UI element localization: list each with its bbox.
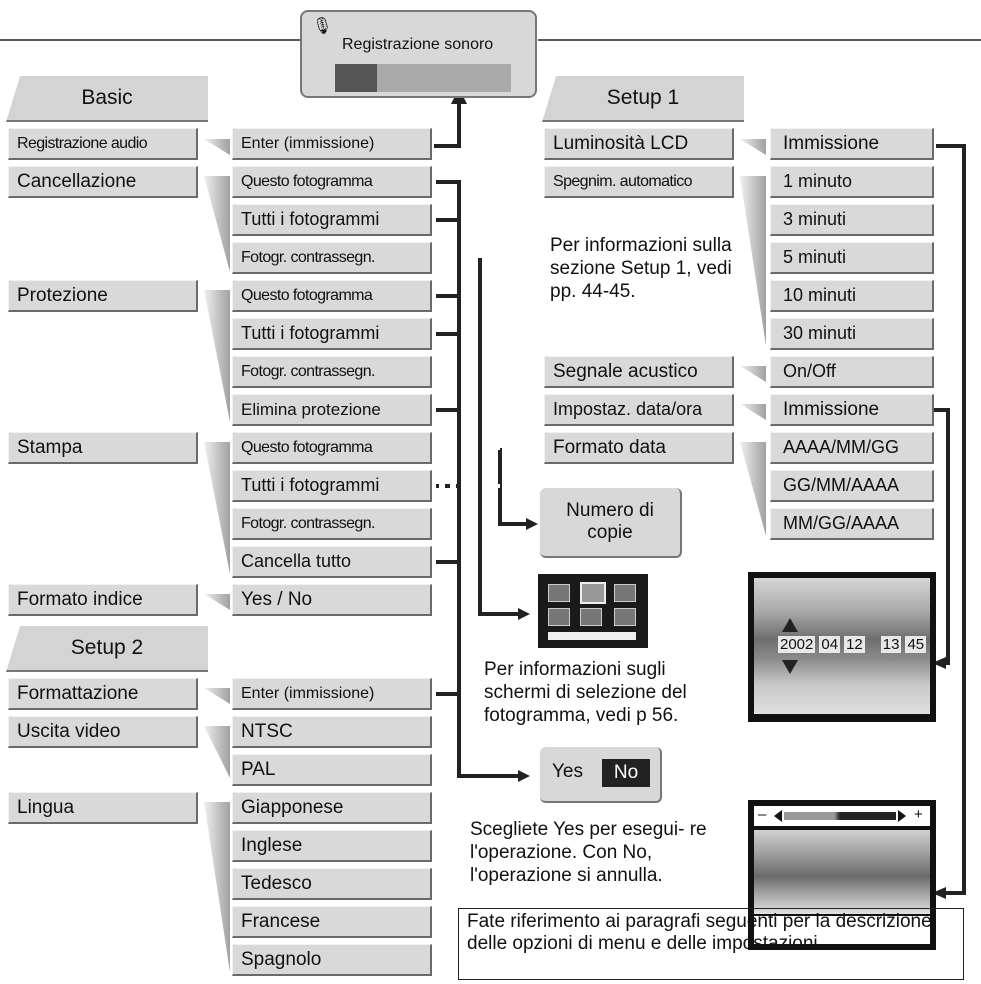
option-beep-on-off[interactable]: On/Off	[770, 356, 934, 388]
option-pal[interactable]: PAL	[232, 754, 432, 786]
menu-item-date-format[interactable]: Formato data	[544, 432, 734, 464]
option-print-this-frame[interactable]: Questo fotogramma	[232, 432, 432, 464]
tab-setup2[interactable]: Setup 2	[6, 626, 208, 672]
option-format-enter[interactable]: Enter (immissione)	[232, 678, 432, 710]
option-english[interactable]: Inglese	[232, 830, 432, 862]
minus-icon: –	[758, 806, 767, 823]
sound-record-popup: 🎙 Registrazione sonoro	[300, 10, 537, 98]
time-hour: 13	[880, 636, 902, 653]
thumbnail-frame	[614, 584, 636, 602]
no-option-selected[interactable]: No	[602, 759, 650, 787]
down-arrow-icon	[782, 660, 798, 674]
option-print-clear-all[interactable]: Cancella tutto	[232, 546, 432, 578]
menu-item-formatting[interactable]: Formattazione	[8, 678, 198, 710]
menu-item-lcd-brightness[interactable]: Luminosità LCD	[544, 128, 734, 160]
option-lcd-enter[interactable]: Immissione	[770, 128, 934, 160]
option-protect-marked[interactable]: Fotogr. contrassegn.	[232, 356, 432, 388]
microphone-icon: 🎙	[312, 18, 333, 35]
option-print-all-frames[interactable]: Tutti i fotogrammi	[232, 470, 432, 502]
brightness-screen: – +	[748, 800, 936, 950]
option-ntsc[interactable]: NTSC	[232, 716, 432, 748]
option-spanish[interactable]: Spagnolo	[232, 944, 432, 976]
landscape-photo	[754, 830, 930, 914]
option-10-minutes[interactable]: 10 minuti	[770, 280, 934, 312]
thumbnail-frame	[614, 608, 636, 626]
confirm-dialog: Yes No	[540, 747, 662, 803]
up-arrow-icon	[782, 618, 798, 632]
plus-icon: +	[914, 806, 923, 823]
screen-footer	[754, 916, 930, 944]
date-readout: 2002 04 12 13 45	[778, 636, 927, 653]
thumbnail-frame	[548, 584, 570, 602]
yes-option[interactable]: Yes	[552, 761, 583, 782]
menu-item-delete[interactable]: Cancellazione	[8, 166, 198, 198]
thumbnail-frame-selected	[580, 582, 606, 604]
option-dd-mm-yyyy[interactable]: GG/MM/AAAA	[770, 470, 934, 502]
menu-item-index-format[interactable]: Formato indice	[8, 584, 198, 616]
option-index-yes-no[interactable]: Yes / No	[232, 584, 432, 616]
menu-item-language[interactable]: Lingua	[8, 792, 198, 824]
tab-basic[interactable]: Basic	[6, 76, 208, 122]
menu-item-video-output[interactable]: Uscita video	[8, 716, 198, 748]
left-arrow-icon	[774, 810, 782, 822]
option-delete-all-frames[interactable]: Tutti i fotogrammi	[232, 204, 432, 236]
option-mm-dd-yyyy[interactable]: MM/GG/AAAA	[770, 508, 934, 540]
copies-box: Numero di copie	[540, 488, 682, 558]
date-month: 04	[819, 636, 841, 653]
thumbnail-bar	[548, 632, 636, 640]
option-delete-marked[interactable]: Fotogr. contrassegn.	[232, 242, 432, 274]
option-delete-this-frame[interactable]: Questo fotogramma	[232, 166, 432, 198]
setup1-note: Per informazioni sulla sezione Setup 1, …	[550, 235, 732, 302]
option-3-minutes[interactable]: 3 minuti	[770, 204, 934, 236]
tab-setup1[interactable]: Setup 1	[542, 76, 744, 122]
menu-item-auto-power-off[interactable]: Spegnim. automatico	[544, 166, 734, 198]
menu-item-date-time[interactable]: Impostaz. data/ora	[544, 394, 734, 426]
copies-label: Numero di copie	[566, 500, 654, 543]
brightness-scale	[784, 812, 896, 820]
option-audio-enter[interactable]: Enter (immissione)	[232, 128, 432, 160]
option-remove-protection[interactable]: Elimina protezione	[232, 394, 432, 426]
thumbnail-frame	[548, 608, 570, 626]
date-setting-screen: 2002 04 12 13 45	[748, 572, 936, 722]
option-5-minutes[interactable]: 5 minuti	[770, 242, 934, 274]
frame-selection-screen	[538, 574, 648, 648]
option-print-marked[interactable]: Fotogr. contrassegn.	[232, 508, 432, 540]
option-french[interactable]: Francese	[232, 906, 432, 938]
menu-item-print[interactable]: Stampa	[8, 432, 198, 464]
frame-select-note: Per informazioni sugli schermi di selezi…	[484, 659, 687, 726]
thumbnail-frame	[580, 608, 602, 626]
option-japanese[interactable]: Giapponese	[232, 792, 432, 824]
date-year: 2002	[778, 636, 816, 653]
time-minute: 45	[905, 636, 927, 653]
option-yyyy-mm-dd[interactable]: AAAA/MM/GG	[770, 432, 934, 464]
footer-note: Fate riferimento ai paragrafi seguenti p…	[458, 908, 964, 980]
confirm-note: Scegliete Yes per esegui- re l'operazion…	[470, 819, 707, 886]
menu-item-beep[interactable]: Segnale acustico	[544, 356, 734, 388]
right-arrow-icon	[898, 810, 906, 822]
menu-item-protect[interactable]: Protezione	[8, 280, 198, 312]
option-30-minutes[interactable]: 30 minuti	[770, 318, 934, 350]
popup-title: Registrazione sonoro	[342, 36, 494, 53]
footer-note-text: Fate riferimento ai paragrafi seguenti p…	[467, 911, 932, 954]
brightness-bar-area: – +	[754, 806, 930, 826]
recording-progress-fill	[335, 64, 378, 92]
option-date-enter[interactable]: Immissione	[770, 394, 934, 426]
option-german[interactable]: Tedesco	[232, 868, 432, 900]
option-protect-all-frames[interactable]: Tutti i fotogrammi	[232, 318, 432, 350]
option-protect-this-frame[interactable]: Questo fotogramma	[232, 280, 432, 312]
option-1-minute[interactable]: 1 minuto	[770, 166, 934, 198]
recording-progress-bar	[335, 64, 511, 92]
menu-item-audio-record[interactable]: Registrazione audio	[8, 128, 198, 160]
date-day: 12	[844, 636, 865, 653]
